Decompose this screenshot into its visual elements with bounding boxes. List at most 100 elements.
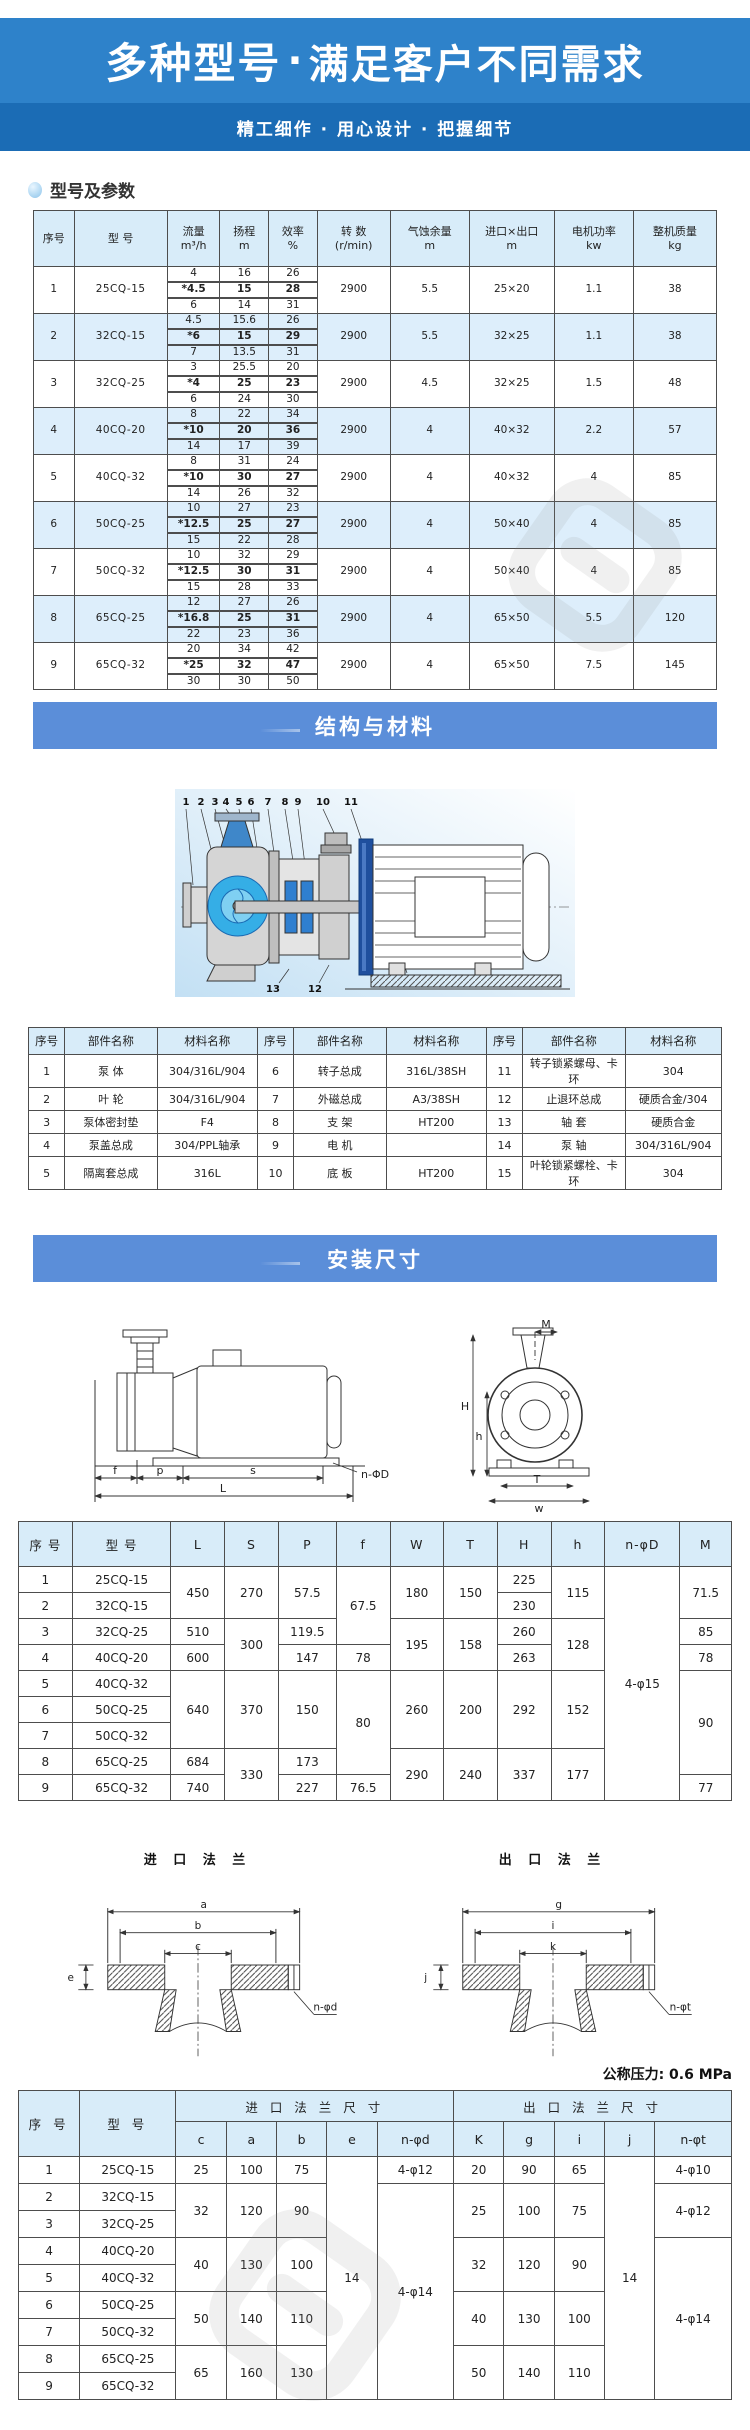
banner-text: 安装尺寸 <box>327 1247 423 1272</box>
col-part: 部件名称 <box>293 1027 387 1055</box>
col-h: h <box>550 1521 606 1567</box>
col-j: j <box>603 2121 656 2157</box>
hero-title-strong: 多种型号 <box>105 39 282 88</box>
col-c: c <box>175 2121 227 2157</box>
col-speed: 转 数(r/min) <box>316 210 391 267</box>
bullet-icon <box>28 181 42 198</box>
section-banner-structure: 结构与材料 <box>33 702 717 749</box>
svg-text:s: s <box>250 1464 256 1477</box>
col-no: 序号 <box>485 1027 524 1055</box>
svg-text:1: 1 <box>183 797 190 808</box>
table-header-row: 序 号 型 号 进 口 法 兰 尺 寸 出 口 法 兰 尺 寸 <box>17 2090 732 2157</box>
col-model: 型 号 <box>73 210 168 267</box>
svg-text:w: w <box>535 1502 544 1515</box>
svg-text:10: 10 <box>316 797 330 808</box>
materials-table: 序号 部件名称 材料名称 序号 部件名称 材料名称 序号 部件名称 材料名称 1… <box>27 1027 723 1190</box>
col-material: 材料名称 <box>385 1027 487 1055</box>
group-outlet-dims: 出 口 法 兰 尺 寸 <box>453 2090 732 2122</box>
svg-text:e: e <box>67 1972 73 1984</box>
col-W: W <box>389 1521 445 1567</box>
table-header-row: 序号 部件名称 材料名称 序号 部件名称 材料名称 序号 部件名称 材料名称 <box>27 1027 723 1055</box>
outlet-flange-drawing: g i k j n-φt <box>423 1899 692 2057</box>
col-nt: n-φt <box>654 2121 732 2157</box>
col-material: 材料名称 <box>624 1027 723 1055</box>
svg-text:b: b <box>194 1920 201 1932</box>
svg-text:n-φd: n-φd <box>313 2002 337 2014</box>
installation-dimension-drawing: f p s L n-ΦD M H h T w <box>94 1320 590 1515</box>
col-H: H <box>496 1521 552 1567</box>
col-model: 型 号 <box>79 2090 177 2157</box>
inlet-flange-drawing: a b c e n-φd <box>67 1899 337 2057</box>
table-header-row: 序 号 型 号 L S P f W T H h n-φD M <box>18 1521 732 1567</box>
hero-title: 多种型号 · 满足客户不同需求 <box>0 18 750 103</box>
col-nD: n-φD <box>604 1521 681 1567</box>
nominal-pressure-note: 公称压力: 0.6 MPa <box>602 2067 732 2083</box>
svg-text:H: H <box>461 1400 469 1413</box>
svg-text:T: T <box>533 1473 541 1486</box>
svg-text:g: g <box>555 1899 562 1911</box>
svg-text:5: 5 <box>236 797 243 808</box>
inlet-flange-figure: 进 口 法 兰 <box>48 1849 348 2060</box>
outlet-flange-title: 出 口 法 兰 <box>498 1853 607 1868</box>
col-material: 材料名称 <box>156 1027 258 1055</box>
dimension-labels: f p s L n-ΦD M H h T w <box>113 1320 551 1515</box>
svg-text:11: 11 <box>344 797 358 808</box>
svg-text:M: M <box>541 1320 551 1331</box>
col-no: 序号 <box>256 1027 295 1055</box>
svg-text:4: 4 <box>223 797 230 808</box>
col-eff: 效率% <box>268 210 318 267</box>
section-label-text: 型号及参数 <box>50 182 135 202</box>
col-g: g <box>503 2121 555 2157</box>
callout-numbers: 1 2 3 4 5 6 7 8 9 10 11 13 12 <box>183 797 358 995</box>
col-T: T <box>443 1521 498 1567</box>
svg-text:6: 6 <box>248 797 255 808</box>
col-part: 部件名称 <box>522 1027 626 1055</box>
banner-text: 结构与材料 <box>315 714 435 739</box>
col-no: 序号 <box>27 1027 66 1055</box>
hero-title-dot: · <box>287 37 303 84</box>
col-L: L <box>170 1521 226 1567</box>
col-i: i <box>553 2121 605 2157</box>
svg-text:12: 12 <box>308 984 322 995</box>
pump-cross-section-diagram: 1 2 3 4 5 6 7 8 9 10 11 13 12 <box>175 789 575 997</box>
svg-text:h: h <box>476 1430 483 1443</box>
outlet-flange-figure: 出 口 法 兰 <box>403 1849 703 2060</box>
section-banner-install: 安装尺寸 <box>33 1235 717 1282</box>
svg-text:2: 2 <box>198 797 205 808</box>
col-f: f <box>335 1521 391 1567</box>
col-a: a <box>225 2121 278 2157</box>
col-nd: n-φd <box>376 2121 455 2157</box>
product-detail-page: 多种型号 · 满足客户不同需求 精工细作 · 用心设计 · 把握细节 型号及参数… <box>0 18 750 2401</box>
section-label-params: 型号及参数 <box>28 177 750 202</box>
col-S: S <box>224 1521 279 1567</box>
